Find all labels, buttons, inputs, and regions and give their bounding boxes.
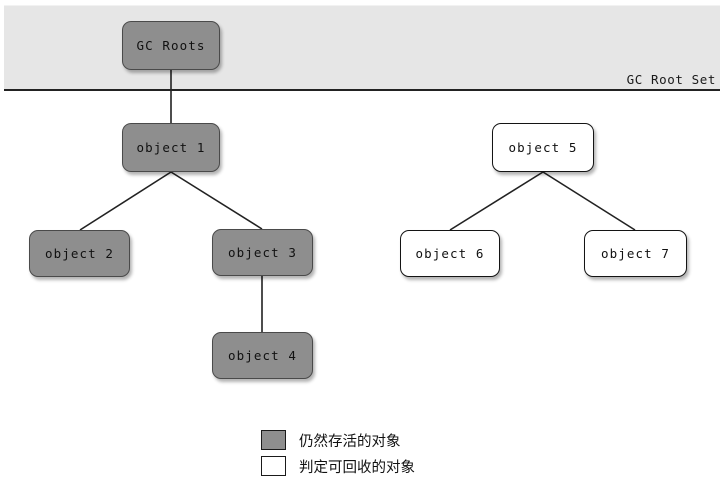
node-label: object 4 (227, 348, 297, 363)
node-label: object 1 (136, 140, 206, 155)
gc-root-set-label: GC Root Set (626, 72, 716, 87)
node-label: object 3 (227, 245, 297, 260)
node-object-2[interactable]: object 2 (29, 230, 130, 277)
gc-root-set-divider (4, 89, 720, 91)
legend-label: 仍然存活的对象 (299, 433, 401, 450)
node-object-3[interactable]: object 3 (212, 229, 313, 276)
gc-root-set-band (4, 5, 720, 91)
node-label: object 7 (600, 246, 670, 261)
node-object-4[interactable]: object 4 (212, 332, 313, 379)
node-object-6[interactable]: object 6 (400, 230, 500, 277)
node-object-5[interactable]: object 5 (492, 123, 594, 172)
legend-swatch-garbage (261, 456, 286, 476)
node-gc-roots[interactable]: GC Roots (122, 21, 220, 70)
node-object-7[interactable]: object 7 (584, 230, 687, 277)
edge-object1-object2 (79, 171, 172, 231)
edge-object1-object3 (170, 171, 263, 230)
edge-object5-object6 (449, 171, 544, 231)
legend-swatch-alive (261, 430, 286, 450)
legend-label: 判定可回收的对象 (299, 459, 415, 476)
legend-garbage: 判定可回收的对象 (261, 453, 521, 479)
node-label: GC Roots (136, 38, 206, 53)
node-label: object 5 (508, 140, 578, 155)
node-label: object 6 (415, 246, 485, 261)
edge-object5-object7 (542, 171, 636, 231)
node-object-1[interactable]: object 1 (122, 123, 220, 172)
legend: 仍然存活的对象判定可回收的对象 (261, 427, 521, 479)
node-label: object 2 (44, 246, 114, 261)
legend-alive: 仍然存活的对象 (261, 427, 521, 453)
